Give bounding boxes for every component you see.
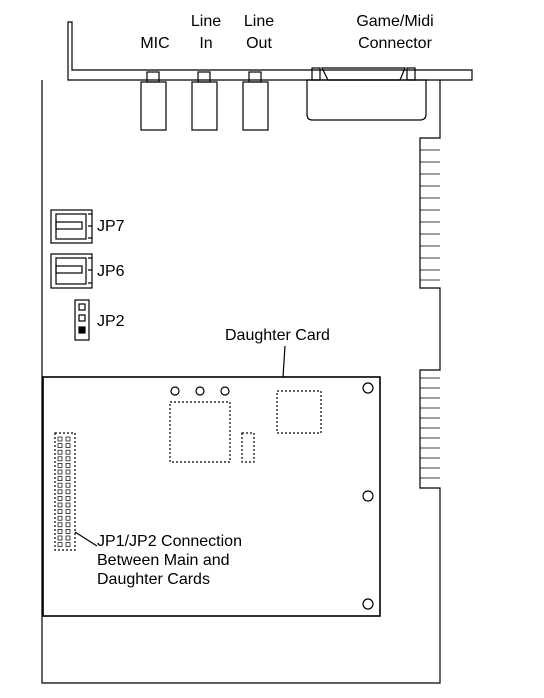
header-pin xyxy=(65,449,71,455)
header-pin xyxy=(57,436,63,442)
header-pin xyxy=(57,496,63,501)
jp1-jp2-label-line3: Daughter Cards xyxy=(97,571,210,588)
header-pin xyxy=(65,522,71,528)
jp1-jp2-label-line2: Between Main and xyxy=(97,552,230,569)
header-pin xyxy=(57,529,63,534)
header-pin xyxy=(57,515,63,521)
mic-jack xyxy=(140,71,167,131)
header-pin xyxy=(57,542,63,547)
jp1-jp2-label: JP1/JP2 Connection Between Main and Daug… xyxy=(97,532,242,589)
game-midi-label: Game/Midi Connector xyxy=(340,12,450,54)
daughter-chip-square xyxy=(276,390,322,434)
line-out-label-line1: Line xyxy=(243,13,275,30)
header-pin xyxy=(57,522,63,528)
header-pin xyxy=(65,456,71,462)
daughter-card-leader xyxy=(282,345,286,378)
daughter-chip-large xyxy=(169,401,231,463)
header-pin xyxy=(65,496,71,501)
main-board xyxy=(41,80,441,684)
line-in-jack xyxy=(191,71,218,131)
header-pin xyxy=(65,463,71,468)
header-pin xyxy=(65,529,71,534)
header-pin xyxy=(65,443,71,448)
daughter-card xyxy=(42,376,381,617)
jp6-label: JP6 xyxy=(97,263,125,280)
game-midi-label-line1: Game/Midi xyxy=(356,13,434,30)
game-midi-connector xyxy=(306,67,427,121)
jp7-label: JP7 xyxy=(97,218,125,235)
jp6-connector xyxy=(50,253,93,289)
mounting-bracket xyxy=(67,21,473,81)
jp1-jp2-header xyxy=(54,432,76,551)
header-pin xyxy=(57,489,63,495)
jp7-connector xyxy=(50,209,93,244)
edge-connector-upper xyxy=(420,149,440,281)
header-pin xyxy=(57,482,63,488)
header-pin xyxy=(65,476,71,481)
header-pin xyxy=(57,449,63,455)
header-pin xyxy=(65,509,71,514)
header-pin xyxy=(57,456,63,462)
jp2-jumper xyxy=(74,299,90,341)
header-pin xyxy=(65,535,71,541)
header-pin xyxy=(57,463,63,468)
header-pin xyxy=(57,469,63,475)
game-midi-label-line2: Connector xyxy=(358,35,432,52)
line-out-label: Line Out xyxy=(236,12,282,54)
header-pin xyxy=(57,443,63,448)
line-out-jack xyxy=(242,71,269,131)
header-pin xyxy=(65,482,71,488)
header-pin xyxy=(65,469,71,475)
line-in-label-line1: Line xyxy=(190,13,222,30)
edge-connector-lower xyxy=(420,377,440,479)
header-pin xyxy=(65,502,71,508)
header-pin xyxy=(57,535,63,541)
jp2-label: JP2 xyxy=(97,313,125,330)
jp1-jp2-label-line1: JP1/JP2 Connection xyxy=(97,533,242,550)
mic-label: MIC xyxy=(140,35,170,52)
line-in-label-line2: In xyxy=(199,35,213,52)
daughter-card-label: Daughter Card xyxy=(225,327,330,344)
jp1-jp2-leader xyxy=(74,531,98,547)
header-pin xyxy=(65,489,71,495)
header-pin xyxy=(57,509,63,514)
line-in-label: Line In xyxy=(184,12,228,54)
header-pin xyxy=(57,502,63,508)
line-out-label-line2: Out xyxy=(246,35,272,52)
header-pin xyxy=(65,515,71,521)
header-pin xyxy=(65,436,71,442)
daughter-chip-narrow xyxy=(241,432,255,463)
header-pin xyxy=(57,476,63,481)
header-pin xyxy=(65,542,71,547)
